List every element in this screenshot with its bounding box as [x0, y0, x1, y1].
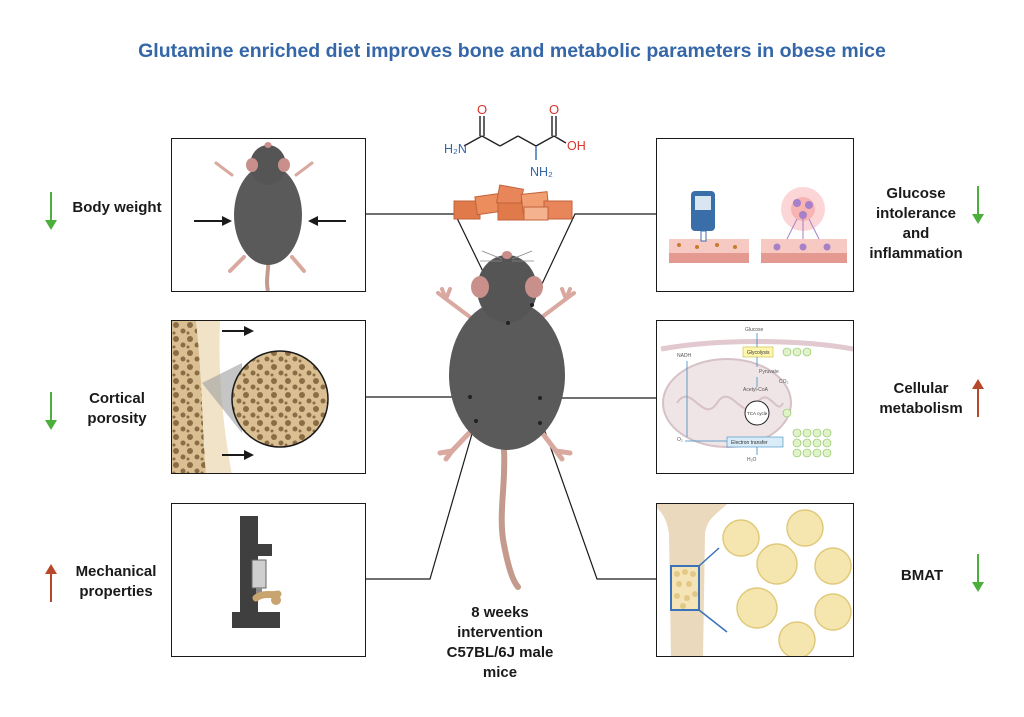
label-tca: TCA cycle [747, 411, 768, 416]
strain-label: C57BL/6J male [446, 644, 554, 661]
glutamine-structure: O O H₂N OH NH₂ [444, 102, 586, 179]
label-nadh: NADH [677, 353, 692, 359]
mechanical-properties-label: Mechanical properties [64, 562, 168, 602]
label-h2o: H₂O [747, 457, 757, 463]
cortical-label-line1: Cortical [89, 390, 145, 407]
glucose-down-arrow [972, 186, 984, 224]
label-acetyl: Acetyl-CoA [743, 387, 769, 393]
amide-h2n: H₂N [444, 142, 467, 156]
amino-nh2: NH₂ [530, 165, 553, 179]
label-co2: CO₂ [779, 379, 789, 385]
glucose-label-line1: Glucose [886, 185, 946, 202]
cortical-porosity-down-arrow [45, 392, 57, 430]
oxygen-right: O [549, 102, 559, 117]
body-weight-panel [171, 138, 366, 292]
cellular-metabolism-panel: Glucose NADH Pyruvate CO₂ Acetyl-CoA O₂ … [656, 320, 854, 474]
body-weight-label: Body weight [72, 199, 162, 216]
cortical-porosity-panel [171, 320, 366, 474]
mouse-tail [498, 447, 521, 590]
bmat-label: BMAT [900, 567, 944, 584]
intervention-label: intervention [457, 624, 543, 641]
cortical-label-line2: porosity [87, 410, 147, 427]
glucose-label-line4: inflammation [869, 245, 963, 262]
cellular-label-line2: metabolism [879, 400, 963, 417]
subject-label: mice [482, 664, 518, 681]
cellular-metabolism-label: Cellular metabolism [876, 379, 966, 419]
label-glucose: Glucose [745, 327, 764, 333]
mechanical-testing-panel [171, 503, 366, 657]
bmat-down-arrow [972, 554, 984, 592]
line-glucose [532, 213, 656, 304]
glutamine-supplement-icon [453, 184, 573, 221]
duration-label: 8 weeks [471, 604, 529, 621]
central-mouse-illustration [436, 250, 576, 590]
oxygen-left: O [477, 102, 487, 117]
label-o2: O₂ [677, 437, 683, 443]
line-mechanical [366, 419, 477, 580]
line-bmat [541, 422, 656, 580]
glucose-label-line3: and [902, 225, 930, 242]
carboxyl-oh: OH [567, 139, 586, 153]
glucose-inflammation-label: Glucose intolerance and inflammation [856, 184, 976, 264]
glucose-inflammation-panel [656, 138, 854, 292]
study-design-text: 8 weeks intervention C57BL/6J male mice [440, 603, 560, 683]
mechanical-label-line1: Mechanical [75, 563, 157, 580]
cellular-label-line1: Cellular [893, 380, 949, 397]
cellular-metabolism-up-arrow [972, 379, 984, 417]
label-pyruvate: Pyruvate [759, 369, 779, 375]
mechanical-properties-up-arrow [45, 564, 57, 602]
cortical-porosity-label: Cortical porosity [72, 389, 162, 429]
page-title: Glutamine enriched diet improves bone an… [138, 40, 886, 62]
label-etc: Electron transfer [731, 440, 768, 446]
mechanical-label-line2: properties [79, 583, 153, 600]
bmat-panel [656, 503, 854, 657]
body-weight-down-arrow [45, 192, 57, 230]
glucose-label-line2: intolerance [875, 205, 957, 222]
label-glycolysis: Glycolysis [747, 350, 770, 356]
